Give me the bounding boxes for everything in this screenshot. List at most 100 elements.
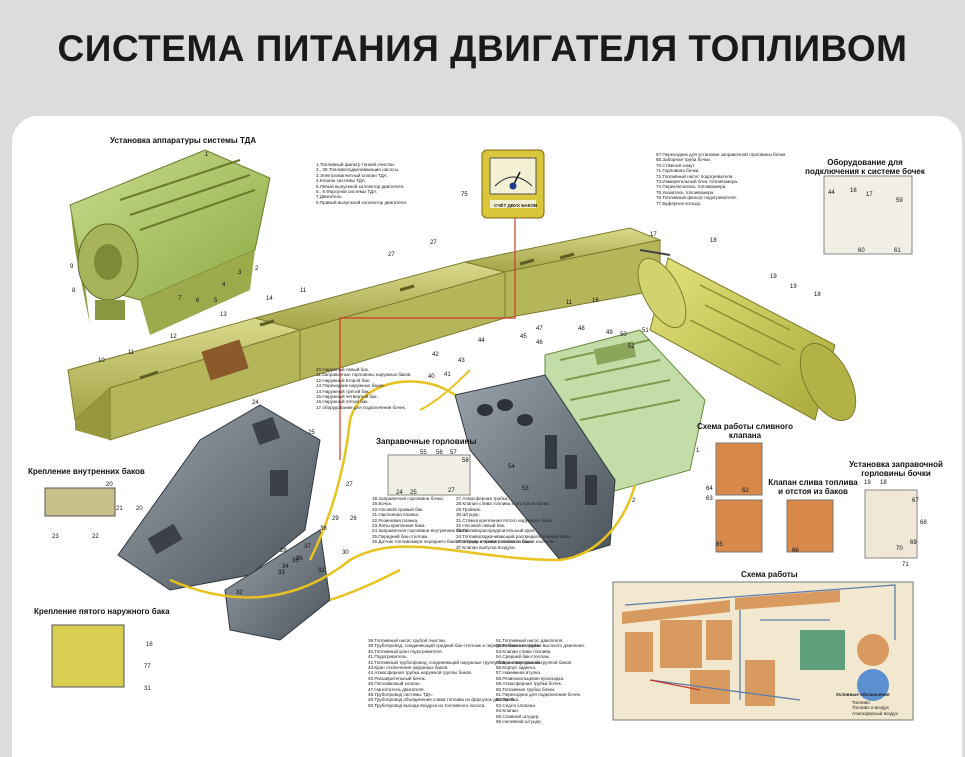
legend-line: 22.Резиновая планка. <box>372 517 419 523</box>
legend-line: 39.Трубопровод, соединяющий средний бак-… <box>368 643 541 649</box>
legend-line: 14.Наружный третий бак. <box>316 388 370 394</box>
callout-internal: 36 <box>296 556 303 562</box>
legend-line: Топливо и воздух <box>852 705 889 711</box>
legend-line: 21.Наклонная планка. <box>372 512 420 518</box>
callout-tda: 6 <box>196 298 200 304</box>
legend-line: 77.Буферное кольцо. <box>656 200 702 206</box>
callout-fillers: 58 <box>462 458 469 464</box>
section-tda-title: Установка аппаратуры системы ТДА <box>110 136 257 145</box>
callout-barrels: 44 <box>828 190 835 196</box>
legend-line: 60.Топливная трубка бочки. <box>496 686 556 692</box>
callout-tanks: 27 <box>430 240 437 246</box>
callout-mount_internal: 22 <box>92 534 99 540</box>
section-filler-necks-title: Заправочные горловины <box>376 437 477 446</box>
gauge-callout: 75 <box>461 192 468 198</box>
legend-top-right: 67.Переходник для установки заправочной … <box>656 152 786 206</box>
callout-fifth: 31 <box>144 686 151 692</box>
section-work-scheme-title: Схема работы <box>741 570 798 579</box>
callout-tanks: 11 <box>128 350 135 356</box>
callout-tda: 7 <box>178 296 182 302</box>
legend-line: 13.Переходник наружных баков. <box>316 383 385 389</box>
section-drain-valve-title: Схема работы сливного клапана <box>697 422 793 440</box>
callout-internal: 32 <box>236 590 243 596</box>
callout-tanks: 12 <box>170 334 177 340</box>
callout-internal: 29 <box>332 516 339 522</box>
callout-internal: 27 <box>346 482 353 488</box>
callout-mount_internal: 23 <box>52 534 59 540</box>
legend-line: Топливо <box>852 700 870 705</box>
tda-engine-illustration <box>69 149 271 335</box>
callout-fillers: 55 <box>420 450 427 456</box>
callout-tanks: 16 <box>592 298 599 304</box>
legend-line: 54.Средний бак-стеллаж. <box>496 654 550 660</box>
callout-engine: 43 <box>458 358 465 364</box>
work-scheme-diagram <box>612 581 914 721</box>
legend-line: 12.Наружный второй бак. <box>316 377 371 383</box>
callout-drain: 63 <box>706 496 713 502</box>
gauge-label: СЧЁТ ДВУХ БАКОВ <box>494 203 538 208</box>
callout-internal: 20 <box>136 506 143 512</box>
callout-barrel_neck: 19 <box>864 480 871 486</box>
poster-title: СИСТЕМА ПИТАНИЯ ДВИГАТЕЛЯ ТОПЛИВОМ <box>57 28 908 69</box>
rack-tank-illustration <box>454 374 616 561</box>
callout-internal: 25 <box>308 430 315 436</box>
legend-line: 31.Стяжка крепления пятого наружного бак… <box>456 517 553 523</box>
legend-line: 75.Указатель топливомера. <box>656 189 715 195</box>
legend-line: 6., 8.Форсунки системы ТДА. <box>316 189 378 195</box>
legend-line: 40.Топливный кран подогревателя. <box>368 648 443 654</box>
callout-mount_internal: 21 <box>116 506 123 512</box>
legend-line: 16.Наружный пятый бак. <box>316 399 369 405</box>
legend-line: 39.Топливный насос грубой очистки. <box>368 638 447 643</box>
legend-line: 34.Топливоподкачивающий распределительны… <box>456 533 572 539</box>
callout-internal: 33 <box>278 570 285 576</box>
legend-line: 37.Клапан выпуска воздуха. <box>456 544 516 550</box>
legend-line: 47.Нагнетатель двигателя. <box>368 686 425 692</box>
legend-line: 44.Атмосферная трубка наружной группы ба… <box>368 670 473 676</box>
callout-tda: 3 <box>238 270 242 276</box>
legend-line: 52.Топливные трубки высокого давления. <box>496 643 586 649</box>
callout-tanks: 18 <box>814 292 821 298</box>
external-tanks-illustration <box>67 227 662 441</box>
legend-line: 19.Бочка. <box>372 501 393 507</box>
callout-tanks: 11 <box>300 288 307 294</box>
legend-line: 58.Резинокольцевая прокладка. <box>496 675 565 681</box>
legend-line: 42.Топливный трубопровод, соединяющий на… <box>368 659 573 665</box>
callout-tanks: 14 <box>266 296 273 302</box>
callout-internal: 38 <box>320 526 327 532</box>
callout-barrel_neck: 67 <box>912 498 919 504</box>
legend-line: 20.Носовой правый бак. <box>372 506 424 512</box>
legend-line: 18.Заправочная горловина бочки. <box>372 496 444 501</box>
legend-line: 15.Наружный четвертый бак. <box>316 394 378 400</box>
section-internal-tanks-title: Крепление внутренних баков <box>28 467 145 476</box>
callout-internal: 37 <box>304 544 311 550</box>
callout-fifth: 77 <box>144 664 151 670</box>
legend-line: 48.Трубопровод системы ТДА. <box>368 692 433 698</box>
legend-line: 53.Клапан слива топлива. <box>496 648 552 654</box>
callout-tda: 2 <box>255 266 259 272</box>
callout-barrels: 17 <box>866 192 873 198</box>
legend-line: 24.Заправочная горловина внутренних бако… <box>372 528 470 534</box>
fuel-gauge <box>481 149 545 219</box>
legend-line: 27.Атмосферная трубка. <box>456 496 509 501</box>
legend-line: 68.Заборная труба бочки. <box>656 157 711 163</box>
callout-engine: 51 <box>642 328 649 334</box>
callout-barrels: 60 <box>858 248 865 254</box>
legend-line: 4.Клапан системы ТДА. <box>316 178 367 184</box>
legend-line: 76.Топливный фильтр подогревателя. <box>656 195 737 201</box>
callout-internal: 30 <box>342 550 349 556</box>
scheme-legend-title: Условные обозначения <box>836 692 890 697</box>
section-barrels-equipment-title: Оборудование для подключения к системе б… <box>805 158 925 176</box>
legend-line: 59.Атмосферная трубка бочек. <box>496 681 563 687</box>
legend-line: 26.Датчик топливомера переднего бака-сте… <box>372 539 533 545</box>
legend-bottom-left: 39.Топливный насос грубой очистки.39.Тру… <box>368 638 572 708</box>
callout-engine: 2 <box>632 498 636 504</box>
callout-engine: 45 <box>520 334 527 340</box>
callout-internal: 34 <box>282 564 289 570</box>
callout-drain: 62 <box>742 488 749 494</box>
fuel-pipes <box>169 218 671 602</box>
callout-tda: 8 <box>72 288 76 294</box>
legend-line: 10.Наружный левый бак. <box>316 367 370 372</box>
legend-line: 2., 38.Топливоподкачивающие насосы. <box>316 167 400 173</box>
legend-line: 25.Передний бак-стеллаж. <box>372 533 429 539</box>
